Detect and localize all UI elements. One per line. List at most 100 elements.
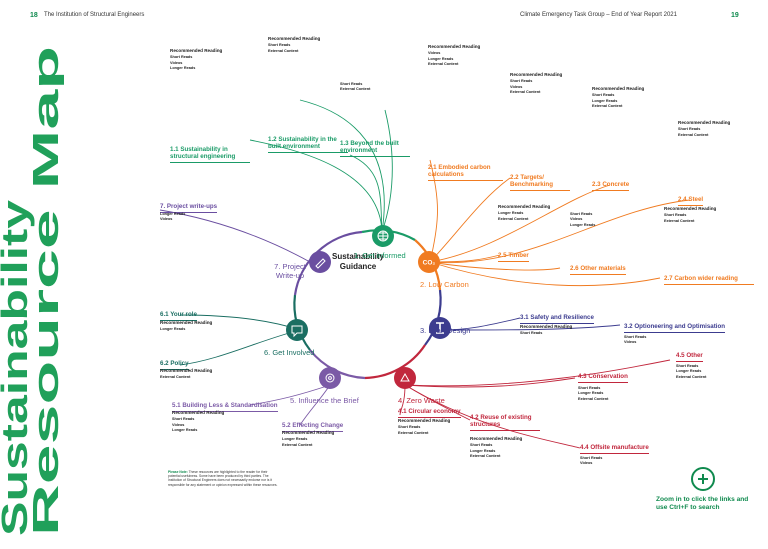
subheading: External Content xyxy=(678,132,709,137)
left-page-number: 18 xyxy=(30,12,38,19)
reading-box-2-2: Recommended Reading Short Reads Videos E… xyxy=(510,72,586,172)
subheading: Videos xyxy=(428,50,441,55)
subheading: Short Reads xyxy=(172,416,195,421)
disclaimer-note: Please Note: These resources are highlig… xyxy=(168,470,278,487)
ring-label-project-writeup[interactable]: 7. Project Write-up xyxy=(274,262,306,280)
note-lead: Please Note: xyxy=(168,470,188,474)
reading-box-1-3: Short Reads External Content xyxy=(340,80,412,138)
subheading: Short Reads xyxy=(510,78,533,83)
reading-box-5-1: Recommended Reading Short Reads Videos L… xyxy=(172,410,272,466)
section-2-5[interactable]: 2.5 Timber xyxy=(498,252,529,262)
subheading: Longer Reads xyxy=(470,448,496,453)
heading: Recommended Reading xyxy=(470,436,523,441)
svg-text:CO₂: CO₂ xyxy=(423,260,436,267)
ring-label-get-informed[interactable]: 1. Get informed xyxy=(354,251,406,260)
subheading: Longer Reads xyxy=(676,369,702,374)
page-header: 18 The Institution of Structural Enginee… xyxy=(0,0,768,26)
heading: Recommended Reading xyxy=(664,206,717,211)
heading: Recommended Reading xyxy=(160,320,213,325)
subheading: Short Reads xyxy=(676,363,699,368)
reading-box-2-3: Recommended Reading Short Reads Longer R… xyxy=(592,86,668,180)
subheading: External Content xyxy=(592,104,623,109)
heading: Recommended Reading xyxy=(520,324,573,329)
section-2-3[interactable]: 2.3 Concrete xyxy=(592,181,630,191)
section-2-7[interactable]: 2.7 Carbon wider reading xyxy=(664,275,754,285)
section-6-2[interactable]: 6.2 Policy xyxy=(160,360,189,370)
zoom-icon[interactable] xyxy=(690,466,716,492)
subheading: External Content xyxy=(282,442,313,447)
ring-label-low-carbon[interactable]: 2. Low Carbon xyxy=(420,280,469,289)
section-2-6[interactable]: 2.6 Other materials xyxy=(570,265,626,275)
subheading: Short Reads xyxy=(578,385,601,390)
subheading: Videos xyxy=(170,60,183,65)
subheading: Short Reads xyxy=(268,42,291,47)
section-2-1[interactable]: 2.1 Embodied carbon calculations xyxy=(428,164,503,181)
ring-label-get-involved[interactable]: 6. Get Involved xyxy=(264,348,315,357)
section-1-3[interactable]: 1.3 Beyond the built environment xyxy=(340,140,410,157)
section-7[interactable]: 7. Project write-ups xyxy=(160,203,218,213)
subheading: External Content xyxy=(498,216,529,221)
section-2-4[interactable]: 2.4 Steel xyxy=(678,196,704,206)
section-4-4[interactable]: 4.4 Offsite manufacture xyxy=(580,444,649,454)
subheading: External Content xyxy=(268,48,299,53)
reading-box-2-4: Recommended Reading Short Reads External… xyxy=(678,120,758,194)
subheading: Short Reads xyxy=(520,330,543,335)
section-4-3[interactable]: 4.3 Conservation xyxy=(578,373,628,383)
section-4-1[interactable]: 4.1 Circular economy xyxy=(398,408,461,418)
heading: Recommended Reading xyxy=(282,430,335,435)
subheading: Longer Reads xyxy=(170,66,196,71)
subheading: External Content xyxy=(428,62,459,67)
subheading: External Content xyxy=(676,374,707,379)
reading-box-5-2: Recommended Reading Longer Reads Externa… xyxy=(282,430,372,530)
ring-icons xyxy=(286,225,451,389)
subheading: Short Reads xyxy=(580,455,603,460)
section-4-5[interactable]: 4.5 Other xyxy=(676,352,703,362)
ring-label-zero-waste[interactable]: 4. Zero Waste xyxy=(398,396,445,405)
section-5-2[interactable]: 5.2 Effecting Change xyxy=(282,422,344,432)
subheading: Longer Reads xyxy=(592,98,618,103)
subheading: External Content xyxy=(510,90,541,95)
subheading: External Content xyxy=(578,396,609,401)
subheading: External Content xyxy=(340,87,371,92)
heading: Recommended Reading xyxy=(160,368,213,373)
section-5-1[interactable]: 5.1 Building Less & Standardisation xyxy=(172,402,278,412)
heading: Recommended Reading xyxy=(592,86,645,91)
section-3-2[interactable]: 3.2 Optioneering and Optimisation xyxy=(624,323,726,333)
subheading: External Content xyxy=(398,430,429,435)
subheading: Short Reads xyxy=(624,334,647,339)
reading-box-2-7: Recommended Reading Short Reads External… xyxy=(664,206,754,272)
reading-box-4-2: Recommended Reading Short Reads Longer R… xyxy=(470,436,570,536)
subheading: Short Reads xyxy=(398,424,421,429)
section-6-1[interactable]: 6.1 Your role xyxy=(160,311,197,321)
subheading: Videos xyxy=(570,217,583,222)
subheading: Videos xyxy=(580,461,593,466)
subheading: Longer Reads xyxy=(498,210,524,215)
subheading: Videos xyxy=(160,217,173,222)
reading-box-6-1: Recommended Reading Longer Reads xyxy=(160,320,270,358)
heading: Recommended Reading xyxy=(398,418,451,423)
ring-label-brief[interactable]: 5. Influence the Brief xyxy=(290,396,359,405)
subheading: Videos xyxy=(624,340,637,345)
heading: Recommended Reading xyxy=(510,72,563,77)
section-2-2[interactable]: 2.2 Targets/ Benchmarking xyxy=(510,174,570,191)
reading-box-6-2: Recommended Reading External Content xyxy=(160,368,270,398)
ring-label-lean-design[interactable]: 3. Lean Design xyxy=(420,326,471,335)
reading-box-2-5: Recommended Reading Longer Reads Externa… xyxy=(498,204,564,250)
subheading: Longer Reads xyxy=(160,326,186,331)
subheading: Longer Reads xyxy=(570,222,596,227)
subheading: Longer Reads xyxy=(282,436,308,441)
subheading: Longer Reads xyxy=(160,211,186,216)
subheading: Videos xyxy=(172,422,185,427)
center-title: Sustainability Guidance xyxy=(318,252,398,272)
section-1-1[interactable]: 1.1 Sustainability in structural enginee… xyxy=(170,146,250,163)
section-4-2[interactable]: 4.2 Reuse of existing structures xyxy=(470,414,540,431)
reading-box-1-1: Recommended Reading Short Reads Videos L… xyxy=(170,48,250,144)
heading: Recommended Reading xyxy=(268,36,321,41)
subheading: External Content xyxy=(470,454,501,459)
section-1-2[interactable]: 1.2 Sustainability in the built environm… xyxy=(268,136,348,153)
heading: Recommended Reading xyxy=(170,48,223,53)
right-page-number: 19 xyxy=(731,12,739,19)
heading: Recommended Reading xyxy=(498,204,551,209)
reading-box-4-4: Short Reads Videos xyxy=(580,454,652,494)
section-3-1[interactable]: 3.1 Safety and Resilience xyxy=(520,314,594,324)
